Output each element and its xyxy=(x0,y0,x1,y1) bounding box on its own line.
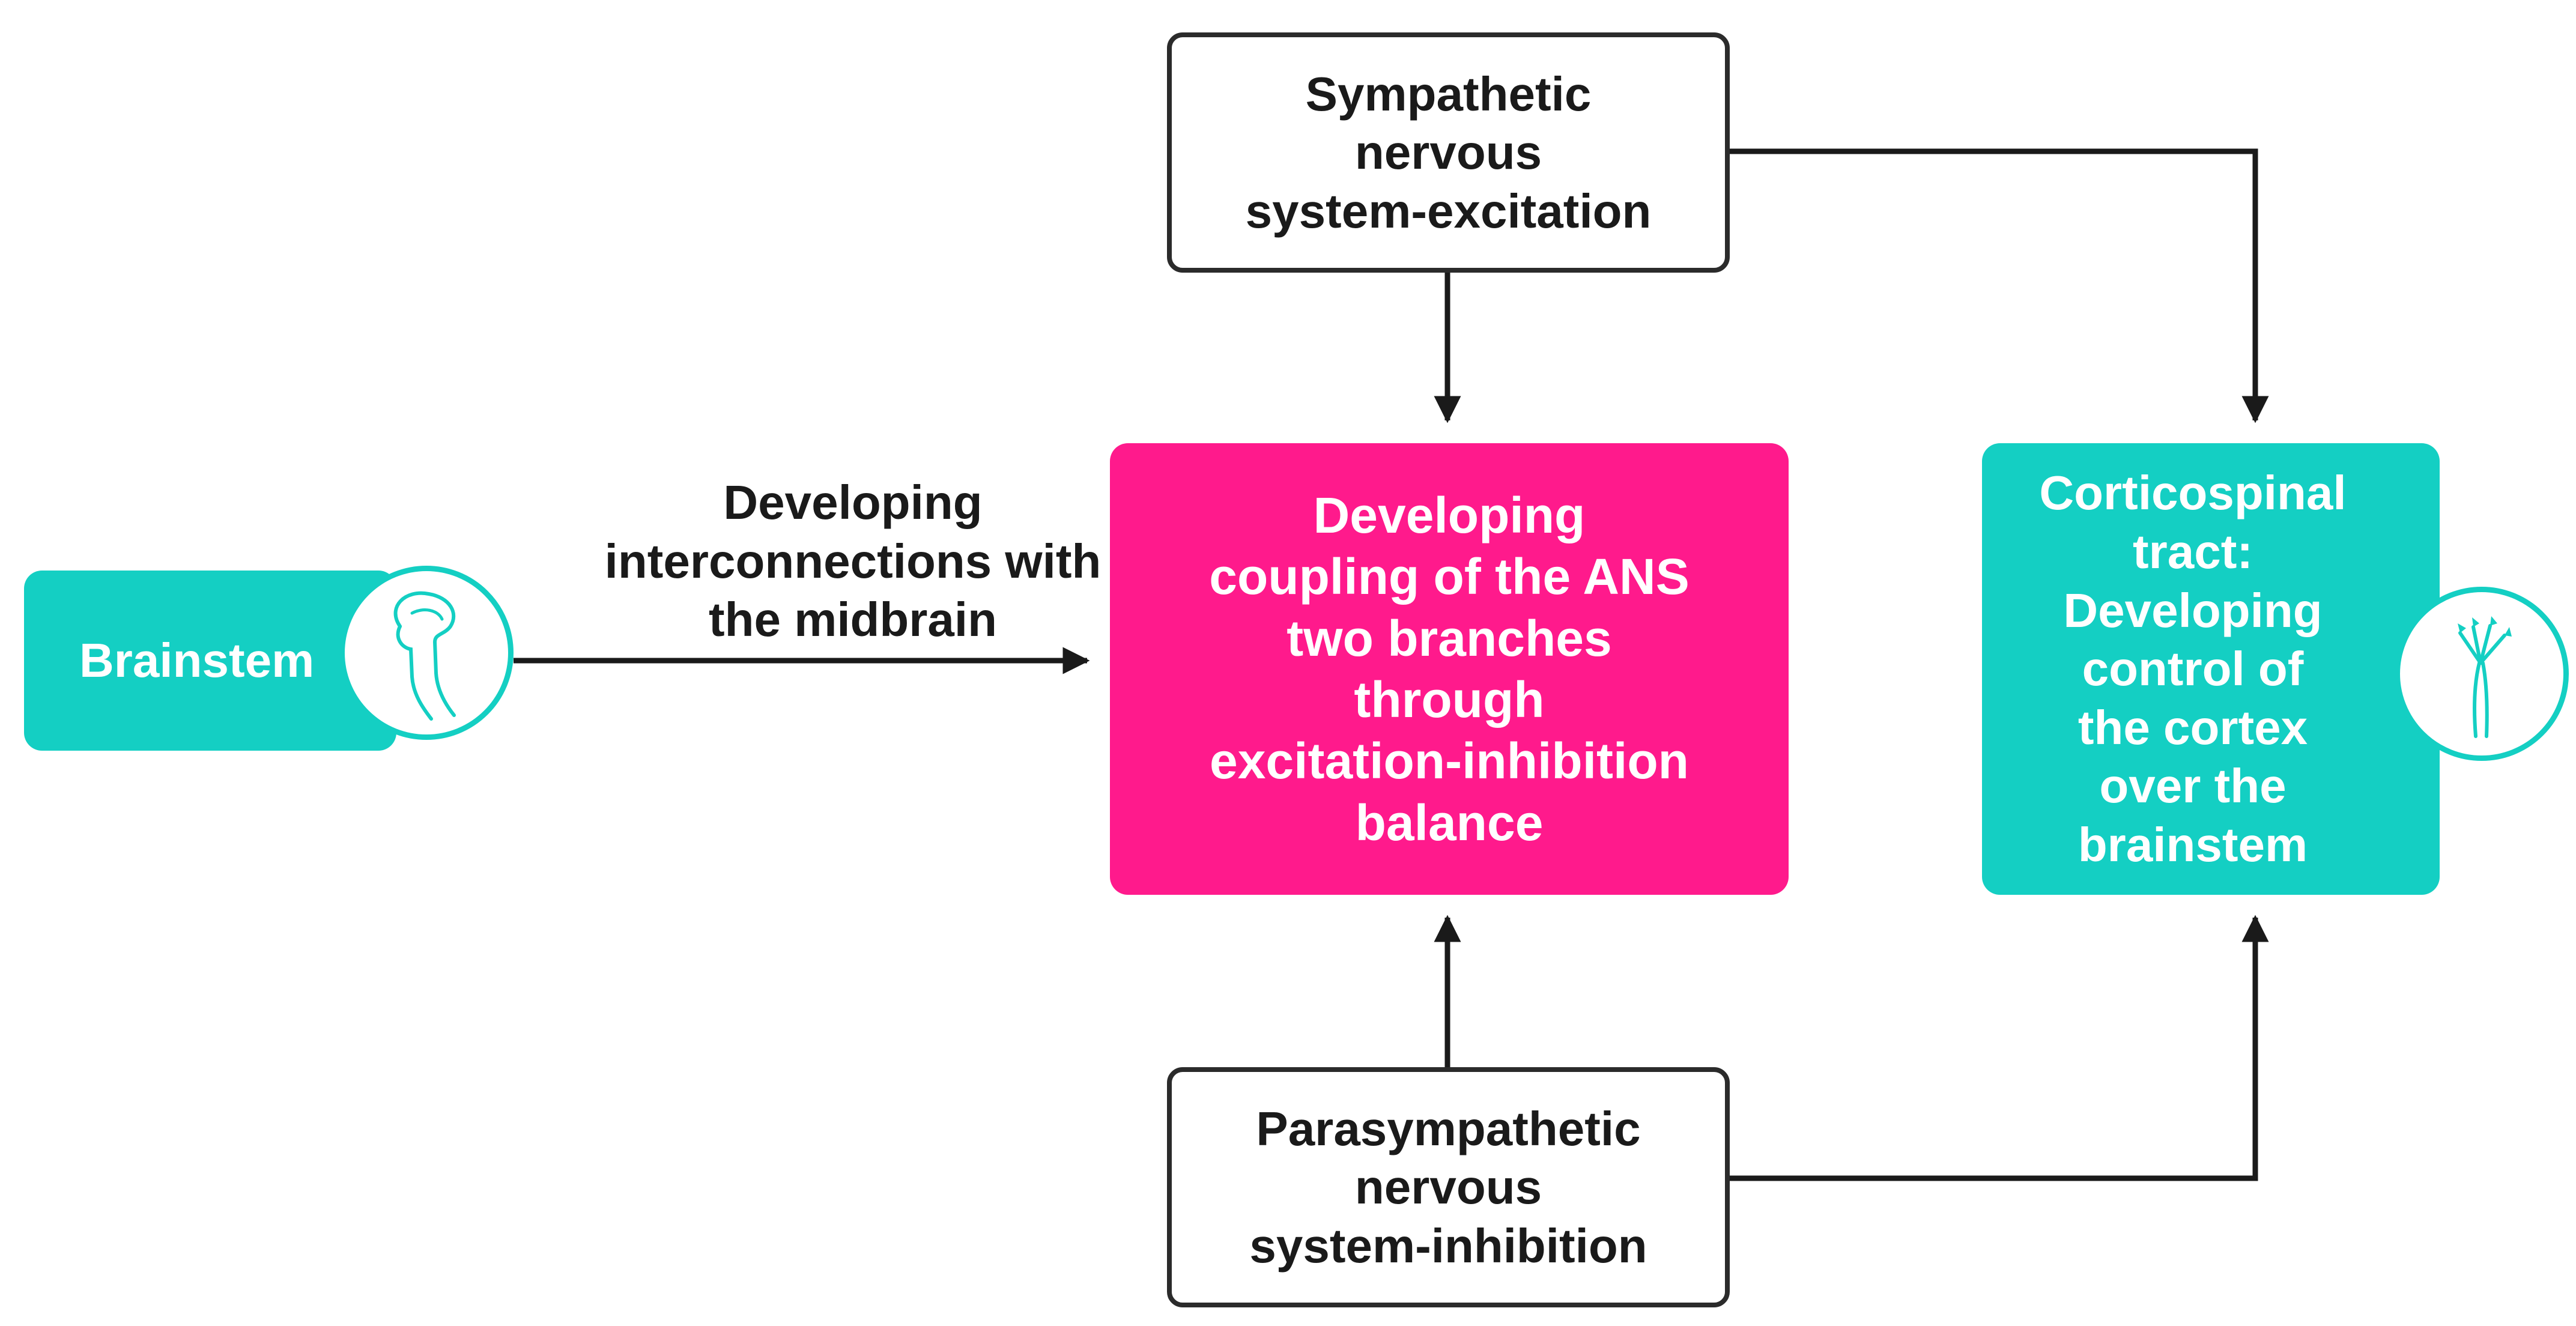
parasympathetic-node: Parasympathetic nervous system-inhibitio… xyxy=(1167,1067,1730,1307)
brainstem-node: Brainstem xyxy=(24,571,396,751)
arrow-parasympathetic-to-corticospinal xyxy=(1730,915,2269,1181)
parasympathetic-label: Parasympathetic nervous system-inhibitio… xyxy=(1249,1101,1647,1273)
brainstem-label: Brainstem xyxy=(79,634,315,687)
sympathetic-label: Sympathetic nervous system-excitation xyxy=(1245,67,1652,238)
brainstem-edge-label: Developing interconnections with the mid… xyxy=(604,476,1102,647)
corticospinal-node: Corticospinal tract: Developing control … xyxy=(1982,443,2440,895)
coupling-label: Developing coupling of the ANS two branc… xyxy=(1209,486,1690,851)
sympathetic-node: Sympathetic nervous system-excitation xyxy=(1167,32,1730,273)
corticospinal-label: Corticospinal tract: Developing control … xyxy=(2039,466,2347,871)
brainstem-icon xyxy=(339,566,514,740)
neuron-tract-icon xyxy=(2395,587,2569,761)
arrow-sympathetic-to-corticospinal xyxy=(1730,148,2269,423)
coupling-node: Developing coupling of the ANS two branc… xyxy=(1110,443,1789,895)
